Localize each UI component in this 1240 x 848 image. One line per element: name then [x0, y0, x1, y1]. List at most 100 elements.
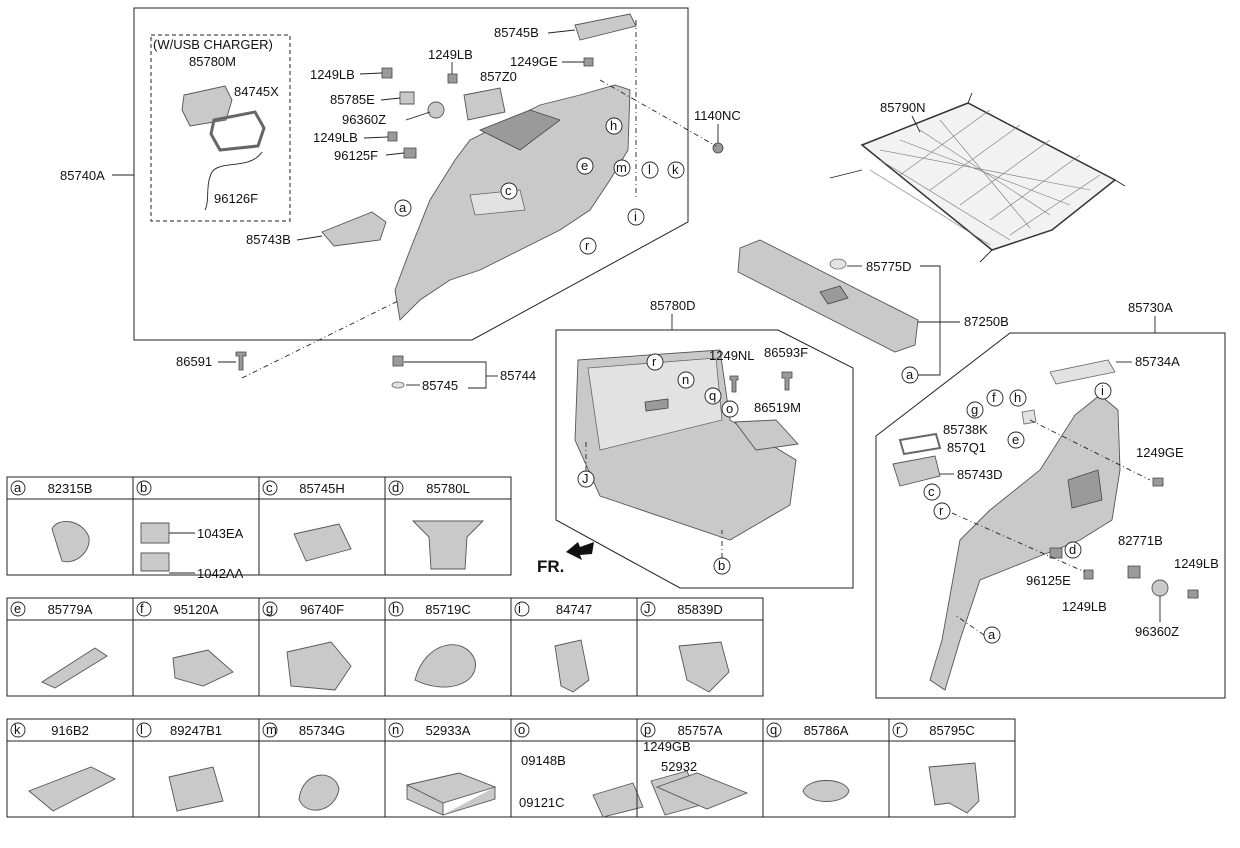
svg-text:c: c — [928, 484, 935, 499]
screw-1140NC — [712, 142, 724, 154]
legend-part-illustration — [298, 774, 340, 811]
front-arrow-icon — [566, 542, 594, 560]
left-assembly-frame — [133, 7, 689, 341]
legend-letter: J — [644, 601, 651, 616]
legend-letter: i — [518, 601, 521, 616]
callout-85740A: 85740A — [60, 168, 105, 183]
legend-letter-circle — [10, 601, 26, 617]
legend-part-number: 95120A — [174, 602, 219, 617]
part-857Q1 — [898, 432, 942, 456]
trim-85743B — [321, 211, 387, 247]
right-assembly-frame — [875, 332, 1226, 699]
callout-857Z0: 857Z0 — [480, 69, 517, 84]
legend-part-illustration — [928, 762, 980, 814]
legend-sub-52932: 52932 — [661, 759, 697, 774]
legend-part-number: 85745H — [299, 481, 345, 496]
svg-text:d: d — [1069, 542, 1076, 557]
part-96125E — [1049, 547, 1063, 559]
legend-part-illustration — [28, 766, 116, 812]
legend-cell-k: k 916B2 — [6, 718, 134, 818]
callout-96126F: 96126F — [214, 191, 258, 206]
legend-letter-circle — [136, 722, 152, 738]
legend-sub-09148B: 09148B — [521, 753, 566, 768]
callout-87250B: 87250B — [964, 314, 1009, 329]
svg-text:m: m — [616, 160, 627, 175]
legend-letter: k — [14, 722, 21, 737]
clip-1249LB-c — [387, 131, 398, 142]
legend-sub-1042AA: 1042AA — [197, 566, 244, 581]
legend-letter-circle — [10, 722, 26, 738]
legend-part-number: 85734G — [299, 723, 345, 738]
ring-85745 — [391, 381, 405, 389]
callout-85780M: 85780M — [189, 54, 236, 69]
legend-part-illustration — [51, 521, 90, 563]
clip-1042AA-icon — [140, 552, 170, 572]
letter-callouts-left: a c r h e m l k i — [394, 117, 685, 255]
cargo-net-85790N — [829, 92, 1126, 263]
legend-part-number: 916B2 — [51, 723, 89, 738]
svg-text:r: r — [585, 238, 590, 253]
part-85785E — [399, 91, 415, 105]
legend-part-illustration — [405, 772, 497, 816]
clip-1249LB-a — [381, 67, 393, 79]
clip-1249LB-d — [1187, 589, 1199, 599]
svg-text:r: r — [939, 503, 944, 518]
part-96360Z-a — [427, 101, 445, 119]
svg-text:h: h — [1014, 390, 1021, 405]
clip-1249GE-b — [1152, 477, 1164, 487]
legend-part-number: 52933A — [426, 723, 471, 738]
legend-cell-border — [636, 597, 764, 697]
svg-text:a: a — [399, 200, 407, 215]
callout-85785E: 85785E — [330, 92, 375, 107]
legend-letter-circle — [136, 480, 152, 496]
legend-part-number: 85780L — [426, 481, 469, 496]
legend-letter-circle — [892, 722, 908, 738]
sill-plate-pad — [819, 285, 849, 305]
callout-86519M: 86519M — [754, 400, 801, 415]
svg-text:n: n — [682, 372, 689, 387]
callout-82771B: 82771B — [1118, 533, 1163, 548]
letter-callouts-right: i f h g e c r d a — [923, 382, 1112, 644]
legend-sub-1249GB: 1249GB — [643, 739, 691, 754]
screw-1249NL — [729, 375, 739, 393]
legend-letter-circle — [262, 722, 278, 738]
legend-part-number: 85839D — [677, 602, 723, 617]
legend-part-number: 85786A — [804, 723, 849, 738]
legend-part-illustration — [293, 523, 352, 562]
callout-85730A: 85730A — [1128, 300, 1173, 315]
callout-85743B: 85743B — [246, 232, 291, 247]
letter-a-sill: a — [906, 367, 914, 382]
svg-text:e: e — [581, 158, 588, 173]
bolt-86593F — [781, 371, 793, 391]
legend-part-number: 85795C — [929, 723, 975, 738]
legend-sub-1043EA: 1043EA — [197, 526, 244, 541]
right-panel-grille — [1067, 469, 1103, 509]
front-direction-label: FR. — [537, 557, 564, 576]
callout-85744: 85744 — [500, 368, 536, 383]
callout-85734A: 85734A — [1135, 354, 1180, 369]
callout-86593F: 86593F — [764, 345, 808, 360]
legend-letter: e — [14, 601, 21, 616]
legend-letter-circle — [262, 480, 278, 496]
legend-part-illustration — [655, 772, 749, 810]
legend-part-number: 96740F — [300, 602, 344, 617]
legend-part-illustration — [802, 780, 850, 802]
legend-part-number: 85719C — [425, 602, 471, 617]
legend-letter: o — [518, 722, 525, 737]
cover-85745B — [574, 13, 637, 41]
letter-callouts-center: r n q o J b — [577, 353, 739, 575]
pad-86519M — [734, 419, 799, 451]
